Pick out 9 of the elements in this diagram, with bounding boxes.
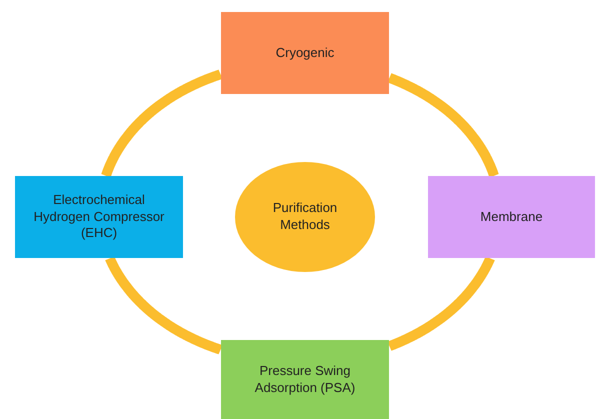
method-box — [221, 340, 389, 419]
node-label: Purification Methods — [272, 200, 338, 234]
node-label: Membrane — [480, 208, 543, 226]
node-label: Cryogenic — [276, 44, 334, 62]
method-box — [15, 176, 183, 258]
method-box — [221, 12, 389, 94]
method-box — [428, 176, 595, 258]
node-label: Pressure Swing Adsorption (PSA) — [254, 362, 356, 396]
node-label: Electrochemical Hydrogen Compressor (EHC) — [32, 192, 166, 242]
